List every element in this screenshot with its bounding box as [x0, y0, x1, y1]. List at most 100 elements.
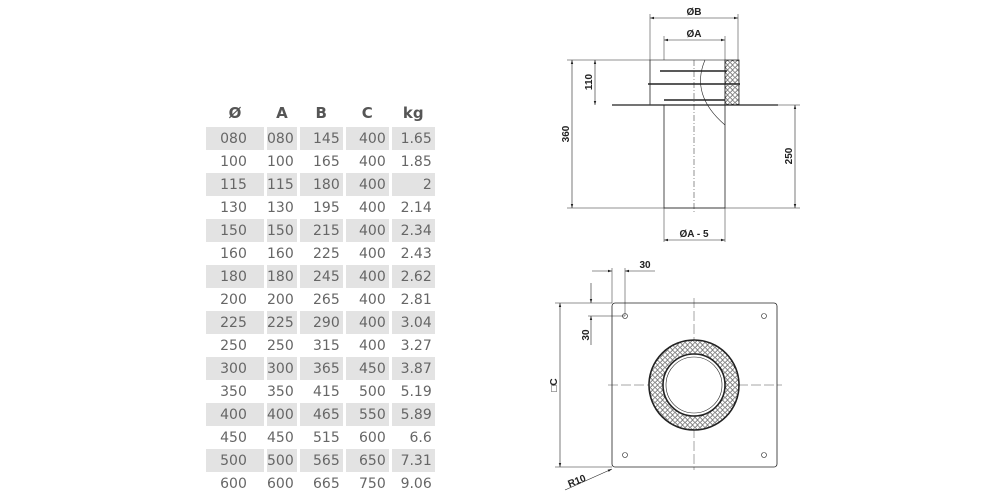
dim-c-label: □C	[549, 378, 560, 391]
table-cell: 500	[206, 449, 264, 472]
table-cell: 665	[313, 475, 340, 492]
table-cell: 115	[267, 173, 297, 196]
table-cell: 750	[359, 475, 386, 492]
table-cell: 265	[313, 291, 340, 308]
table-cell: 5.19	[400, 383, 432, 400]
table-cell: 250	[267, 337, 294, 354]
table-cell: 650	[345, 449, 389, 472]
table-cell: 225	[267, 311, 297, 334]
table-cell: 150	[267, 219, 297, 242]
table-cell: 180	[299, 173, 343, 196]
table-cell: 6.6	[409, 429, 432, 446]
table-cell: 315	[313, 337, 340, 354]
table-cell: 500	[267, 449, 297, 472]
table-cell: 350	[267, 383, 294, 400]
dim-110-label: 110	[584, 73, 595, 90]
table-cell: 400	[359, 153, 386, 170]
table-cell: 300	[267, 357, 297, 380]
table-cell: 600	[220, 475, 247, 492]
dim-a-minus-5-label: ØA - 5	[679, 229, 709, 240]
dim-360-label: 360	[561, 125, 572, 142]
table-cell: 600	[359, 429, 386, 446]
table-cell: 1.85	[400, 153, 432, 170]
table-cell: 200	[267, 291, 294, 308]
table-cell: 2.81	[400, 291, 432, 308]
table-cell: 450	[267, 429, 294, 446]
dim-r10-label: R10	[566, 473, 588, 490]
table-cell: 245	[299, 265, 343, 288]
dim-b-label: ØB	[687, 7, 702, 18]
table-cell: 290	[299, 311, 343, 334]
table-cell: 400	[345, 127, 389, 150]
table-cell: 400	[359, 337, 386, 354]
table-cell: 9.06	[400, 475, 432, 492]
table-cell: 1.65	[391, 127, 435, 150]
table-cell: 7.31	[391, 449, 435, 472]
table-cell: 150	[206, 219, 264, 242]
column-header: B	[315, 104, 327, 122]
table-cell: 215	[299, 219, 343, 242]
table-cell: 3.27	[400, 337, 432, 354]
column-header: kg	[402, 104, 424, 122]
table-cell: 200	[220, 291, 247, 308]
table-cell: 2.34	[391, 219, 435, 242]
table-cell: 450	[345, 357, 389, 380]
top-view	[555, 268, 782, 491]
table-cell: 180	[267, 265, 297, 288]
table-cell: 3.04	[391, 311, 435, 334]
dim-30-vertical-label: 30	[581, 329, 592, 341]
table-cell: 565	[299, 449, 343, 472]
table-cell: 400	[359, 291, 386, 308]
table-cell: 400	[345, 219, 389, 242]
table-cell: 145	[299, 127, 343, 150]
table-cell: 080	[267, 127, 297, 150]
table-cell: 400	[345, 311, 389, 334]
table-cell: 400	[206, 403, 264, 426]
table-cell: 225	[313, 245, 340, 262]
table-row: 600 600 665 750 9.06	[206, 472, 435, 495]
table-cell: 465	[299, 403, 343, 426]
table-cell: 160	[220, 245, 247, 262]
table-cell: 415	[313, 383, 340, 400]
table-cell: 250	[220, 337, 247, 354]
table-cell: 365	[299, 357, 343, 380]
dim-250-label: 250	[784, 147, 795, 164]
table-cell: 115	[206, 173, 264, 196]
dim-a-label: ØA	[687, 29, 702, 40]
table-cell: 600	[267, 475, 294, 492]
table-cell: 100	[267, 153, 294, 170]
table-cell: 5.89	[391, 403, 435, 426]
table-cell: 3.87	[391, 357, 435, 380]
table-row: 200 200 265 400 2.81	[206, 288, 435, 311]
table-cell: 550	[345, 403, 389, 426]
table-cell: 225	[206, 311, 264, 334]
table-cell: 500	[359, 383, 386, 400]
table-row: 350 350 415 500 5.19	[206, 380, 435, 403]
column-header: A	[276, 104, 288, 122]
table-cell: 2.14	[400, 199, 432, 216]
table-cell: 2	[391, 173, 435, 196]
column-header: C	[361, 104, 373, 122]
table-cell: 400	[267, 403, 297, 426]
table-cell: 160	[267, 245, 294, 262]
table-row: 250 250 315 400 3.27	[206, 334, 435, 357]
table-cell: 515	[313, 429, 340, 446]
table-cell: 400	[345, 173, 389, 196]
table-cell: 350	[220, 383, 247, 400]
table-cell: 100	[220, 153, 247, 170]
table-cell: 130	[267, 199, 294, 216]
